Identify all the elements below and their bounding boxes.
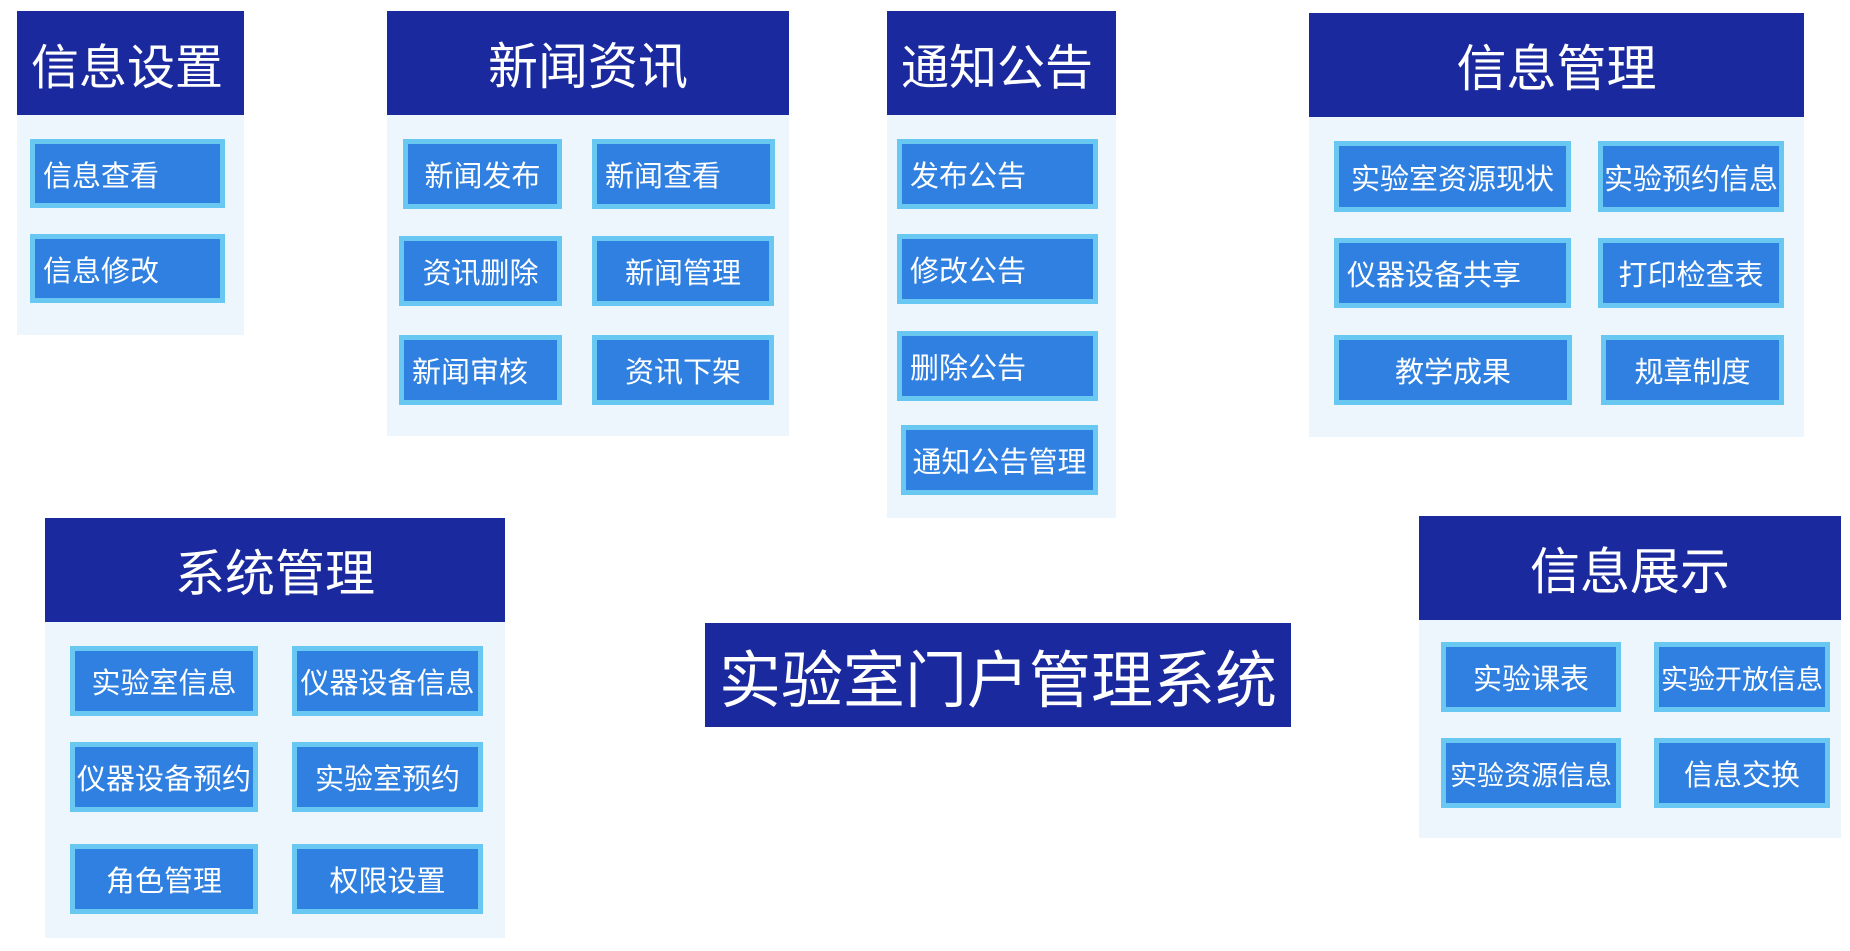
panel-title: 信息展示 <box>1419 516 1841 620</box>
menu-item-news-publish[interactable]: 新闻发布 <box>403 139 562 209</box>
panel-title: 新闻资讯 <box>387 11 789 115</box>
panel-title: 信息管理 <box>1309 13 1804 117</box>
menu-item-lab-booking-info[interactable]: 实验预约信息 <box>1598 141 1784 212</box>
panel-title: 系统管理 <box>45 518 505 622</box>
menu-item-notice-manage[interactable]: 通知公告管理 <box>901 425 1098 495</box>
menu-item-info-edit[interactable]: 信息修改 <box>30 234 225 303</box>
menu-item-publish-notice[interactable]: 发布公告 <box>897 139 1098 209</box>
menu-item-teaching-results[interactable]: 教学成果 <box>1334 335 1572 405</box>
system-title: 实验室门户管理系统 <box>705 623 1291 727</box>
menu-item-news-review[interactable]: 新闻审核 <box>399 335 562 405</box>
menu-item-delete-notice[interactable]: 删除公告 <box>897 331 1098 401</box>
menu-item-equipment-sharing[interactable]: 仪器设备共享 <box>1334 238 1571 308</box>
panel-info-settings: 信息设置 信息查看 信息修改 <box>17 11 244 335</box>
menu-item-lab-resource-status[interactable]: 实验室资源现状 <box>1334 141 1571 212</box>
menu-item-news-view[interactable]: 新闻查看 <box>592 139 775 209</box>
panel-info-management: 信息管理 实验室资源现状 实验预约信息 仪器设备共享 打印检查表 教学成果 规章… <box>1309 13 1804 437</box>
menu-item-equipment-booking[interactable]: 仪器设备预约 <box>70 742 258 812</box>
menu-item-equipment-info[interactable]: 仪器设备信息 <box>292 646 483 716</box>
menu-item-lab-schedule[interactable]: 实验课表 <box>1441 642 1621 712</box>
menu-item-role-management[interactable]: 角色管理 <box>70 844 258 914</box>
menu-item-info-view[interactable]: 信息查看 <box>30 139 225 208</box>
panel-notice: 通知公告 发布公告 修改公告 删除公告 通知公告管理 <box>887 11 1116 518</box>
menu-item-edit-notice[interactable]: 修改公告 <box>897 234 1098 304</box>
panel-news: 新闻资讯 新闻发布 新闻查看 资讯删除 新闻管理 新闻审核 资讯下架 <box>387 11 789 436</box>
panel-title: 信息设置 <box>17 11 244 115</box>
menu-item-print-checklist[interactable]: 打印检查表 <box>1598 238 1784 308</box>
menu-item-regulations[interactable]: 规章制度 <box>1601 335 1784 405</box>
menu-item-news-takedown[interactable]: 资讯下架 <box>592 335 774 405</box>
menu-item-news-manage[interactable]: 新闻管理 <box>592 236 774 306</box>
menu-item-lab-info[interactable]: 实验室信息 <box>70 646 258 716</box>
menu-item-info-exchange[interactable]: 信息交换 <box>1654 738 1830 808</box>
menu-item-lab-resource-info[interactable]: 实验资源信息 <box>1441 738 1621 808</box>
menu-item-lab-booking[interactable]: 实验室预约 <box>292 742 483 812</box>
panel-title: 通知公告 <box>887 11 1116 115</box>
panel-system-management: 系统管理 实验室信息 仪器设备信息 仪器设备预约 实验室预约 角色管理 权限设置 <box>45 518 505 938</box>
menu-item-permission-settings[interactable]: 权限设置 <box>292 844 483 914</box>
menu-item-news-delete[interactable]: 资讯删除 <box>399 236 562 306</box>
panel-info-display: 信息展示 实验课表 实验开放信息 实验资源信息 信息交换 <box>1419 516 1841 838</box>
menu-item-lab-open-info[interactable]: 实验开放信息 <box>1654 642 1830 712</box>
